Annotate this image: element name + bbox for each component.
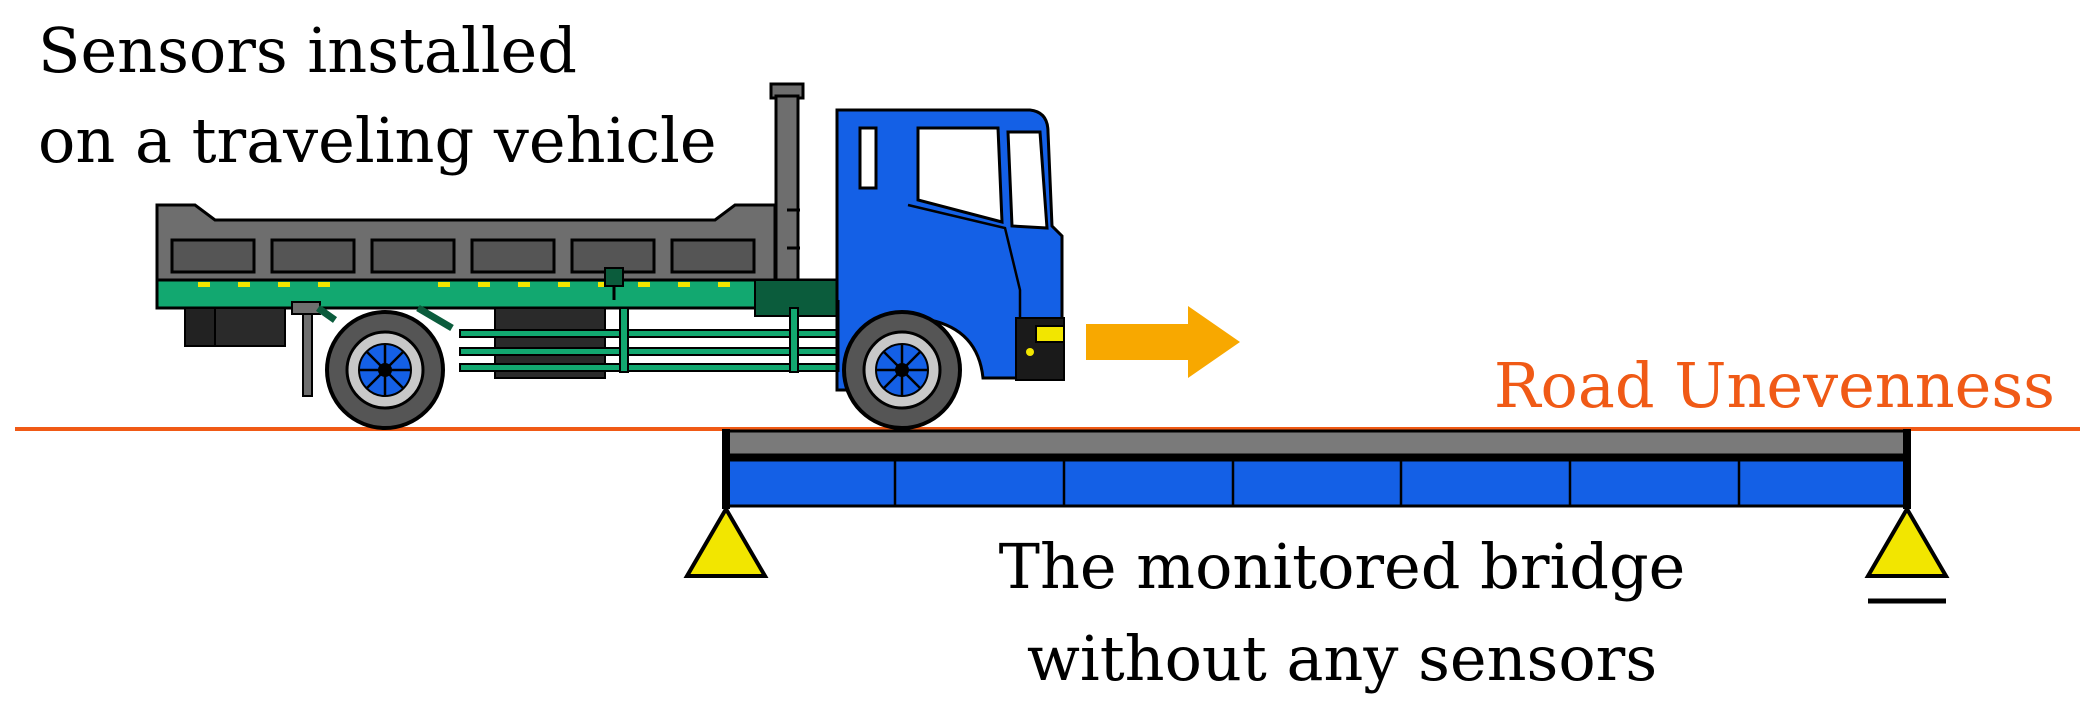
arrow-right-icon: [1086, 306, 1240, 378]
vehicle-label-line2: on a traveling vehicle: [38, 104, 717, 177]
triangle-support-icon: [683, 505, 769, 578]
truck-icon: [155, 82, 1065, 430]
bridge-label-line1: The monitored bridge: [999, 530, 1686, 603]
bridge-label-line2: without any sensors: [1027, 622, 1657, 695]
bridge-deck: [724, 429, 1909, 457]
bridge-girder: [724, 458, 1909, 508]
vehicle-label-line1: Sensors installed: [38, 14, 577, 87]
front-wheel: [842, 310, 962, 430]
road-unevenness-label: Road Unevenness: [1494, 349, 2055, 422]
bridge: [722, 429, 1911, 509]
roller-support-icon: [1864, 505, 1950, 604]
rear-wheel: [325, 310, 445, 430]
